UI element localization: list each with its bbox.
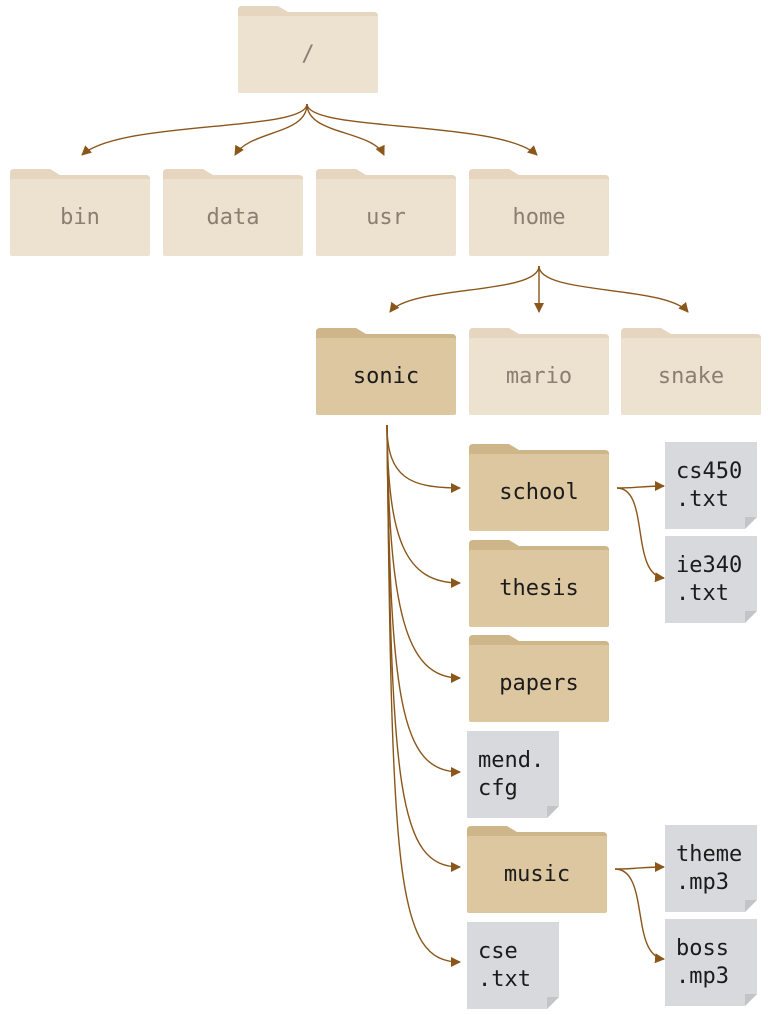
edge-root-to-usr	[306, 103, 385, 156]
edge-school-to-ie340-txt	[616, 487, 665, 583]
folder-label: thesis	[499, 576, 578, 601]
edge-root-to-bin	[81, 103, 308, 156]
folder-icon	[163, 179, 303, 256]
file-icon	[665, 919, 757, 1006]
file-label-line-2: .mp3	[676, 870, 729, 895]
folder-icon	[467, 836, 607, 913]
file-cs450-txt[interactable]: cs450 .txt	[665, 442, 757, 529]
folder-icon	[10, 179, 150, 256]
folder-label: snake	[658, 364, 724, 389]
file-label-line-2: cfg	[478, 776, 518, 801]
folder-label: data	[207, 205, 260, 230]
edge-sonic-to-papers	[386, 424, 461, 683]
folder-icon	[469, 454, 609, 531]
file-fold-icon	[745, 611, 757, 623]
nodes-layer: / bin data usr home sonic mario snake school thes…	[10, 6, 761, 1009]
file-mend-cfg[interactable]: mend. cfg	[467, 731, 559, 818]
folder-label: mario	[506, 364, 572, 389]
edge-sonic-to-school	[386, 424, 461, 493]
file-label-line-1: cse	[478, 939, 518, 964]
folder-snake[interactable]: snake	[621, 328, 761, 415]
folder-sonic[interactable]: sonic	[316, 328, 456, 415]
file-icon	[665, 536, 757, 623]
file-label-line-2: .mp3	[676, 964, 729, 989]
edge-root-to-home	[306, 103, 538, 156]
folder-label: home	[513, 205, 566, 230]
file-label-line-1: cs450	[676, 459, 742, 484]
folder-label: /	[301, 42, 314, 67]
edge-sonic-to-music	[386, 424, 461, 872]
edge-root-to-data	[234, 103, 308, 156]
file-boss-mp3[interactable]: boss .mp3	[665, 919, 757, 1006]
file-icon	[665, 825, 757, 912]
edges-layer	[81, 103, 689, 967]
edge-sonic-to-cse-txt	[386, 424, 461, 967]
file-label-line-2: .txt	[676, 487, 729, 512]
file-ie340-txt[interactable]: ie340 .txt	[665, 536, 757, 623]
folder-home[interactable]: home	[469, 169, 609, 256]
edge-music-to-theme-mp3	[614, 862, 665, 873]
folder-icon	[316, 338, 456, 415]
edge-school-to-cs450-txt	[616, 481, 665, 492]
folder-label: music	[504, 862, 570, 887]
file-fold-icon	[547, 997, 559, 1009]
file-label-line-1: mend.	[478, 748, 544, 773]
folder-icon	[469, 645, 609, 722]
file-fold-icon	[745, 994, 757, 1006]
file-cse-txt[interactable]: cse .txt	[467, 922, 559, 1009]
folder-icon	[316, 179, 456, 256]
folder-icon	[238, 16, 378, 93]
folder-bin[interactable]: bin	[10, 169, 150, 256]
file-label-line-1: ie340	[676, 553, 742, 578]
file-fold-icon	[745, 517, 757, 529]
edge-sonic-to-thesis	[386, 424, 461, 588]
folder-music[interactable]: music	[467, 826, 607, 913]
folder-icon	[469, 338, 609, 415]
folder-label: usr	[366, 205, 406, 230]
file-label-line-2: .txt	[478, 967, 531, 992]
folder-label: papers	[499, 671, 578, 696]
file-icon	[665, 442, 757, 529]
file-label-line-1: theme	[676, 842, 742, 867]
folder-thesis[interactable]: thesis	[469, 540, 609, 627]
file-icon	[467, 922, 559, 1009]
folder-label: bin	[60, 205, 100, 230]
folder-mario[interactable]: mario	[469, 328, 609, 415]
file-label-line-2: .txt	[676, 581, 729, 606]
folder-root[interactable]: /	[238, 6, 378, 93]
file-label-line-1: boss	[676, 936, 729, 961]
folder-data[interactable]: data	[163, 169, 303, 256]
file-fold-icon	[745, 900, 757, 912]
folder-label: school	[499, 480, 578, 505]
edge-home-to-sonic	[389, 265, 540, 313]
folder-icon	[621, 338, 761, 415]
edge-music-to-boss-mp3	[614, 868, 665, 964]
file-icon	[467, 731, 559, 818]
folder-icon	[469, 550, 609, 627]
file-fold-icon	[547, 806, 559, 818]
folder-papers[interactable]: papers	[469, 635, 609, 722]
folder-label: sonic	[353, 364, 419, 389]
folder-usr[interactable]: usr	[316, 169, 456, 256]
folder-icon	[469, 179, 609, 256]
file-theme-mp3[interactable]: theme .mp3	[665, 825, 757, 912]
edge-home-to-snake	[538, 265, 689, 313]
folder-school[interactable]: school	[469, 444, 609, 531]
